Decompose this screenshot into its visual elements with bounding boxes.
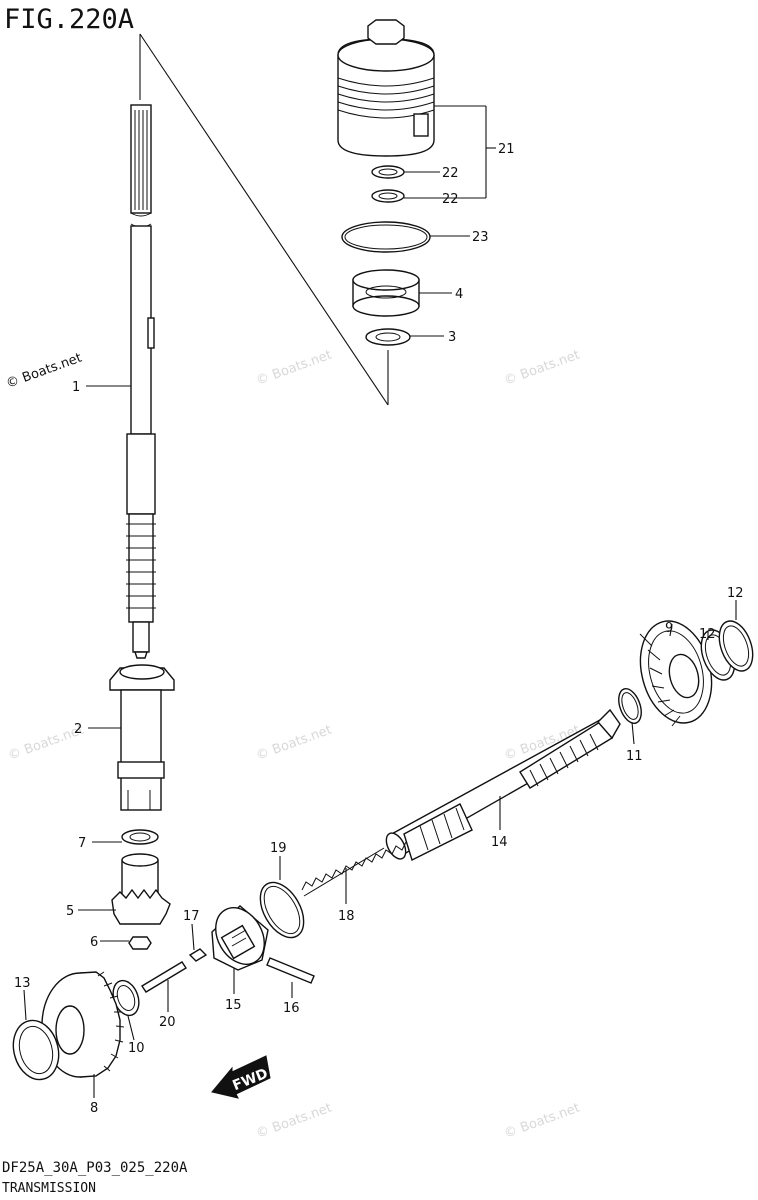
oil-seal-upper	[371, 165, 405, 179]
figure-title: FIG.220A	[4, 4, 134, 35]
callout-19: 19	[270, 841, 287, 856]
o-ring-23	[341, 221, 431, 253]
callout-16: 16	[283, 1001, 300, 1016]
bearing-4	[352, 269, 420, 317]
propeller-shaft	[385, 708, 621, 861]
callout-12b: 12	[727, 586, 744, 601]
callout-2: 2	[74, 722, 82, 737]
forward-direction-arrow: FWD	[211, 1055, 271, 1099]
callout-10: 10	[128, 1041, 145, 1056]
drive-shaft	[126, 104, 156, 659]
washer-3	[365, 328, 411, 346]
spring-18	[301, 841, 407, 897]
shim-12b	[718, 620, 754, 672]
callout-15: 15	[225, 998, 242, 1013]
callout-8: 8	[90, 1101, 98, 1116]
callout-22b: 22	[442, 192, 459, 207]
nut-6	[128, 936, 152, 950]
leader-lines	[23, 105, 737, 1098]
callout-9: 9	[665, 621, 673, 636]
bevel-gear-9	[639, 620, 713, 727]
pin-17	[188, 948, 208, 962]
callout-12a: 12	[699, 627, 716, 642]
callout-1: 1	[72, 380, 80, 395]
callout-11: 11	[626, 749, 643, 764]
washer-7	[121, 829, 159, 845]
explode-line	[139, 33, 389, 406]
push-rod-20	[141, 961, 187, 993]
callout-5: 5	[66, 904, 74, 919]
shim-13	[12, 1019, 60, 1081]
forward-gear-8	[41, 971, 125, 1078]
watermark: © Boats.net	[254, 348, 334, 389]
clutch-dog	[211, 905, 269, 971]
ring-11	[618, 688, 642, 724]
callout-6: 6	[90, 935, 98, 950]
shaft-sleeve	[109, 664, 175, 811]
callout-labels: 1 2 3 4 5 6 7 8 9 10 11 12 12 13 14 15 1…	[14, 142, 744, 1116]
callout-23: 23	[472, 230, 489, 245]
callout-7: 7	[78, 836, 86, 851]
callout-4: 4	[455, 287, 463, 302]
pinion-gear	[111, 853, 171, 925]
watermark: © Boats.net	[254, 1101, 334, 1142]
callout-17: 17	[183, 909, 200, 924]
diagram-name: TRANSMISSION	[2, 1181, 96, 1196]
ring-19	[259, 881, 305, 939]
watermark: © Boats.net	[502, 348, 582, 389]
pin-16	[266, 957, 315, 984]
oil-seal-lower	[371, 189, 405, 203]
watermark: © Boats.net	[254, 723, 334, 764]
watermark: © Boats.net	[502, 1101, 582, 1142]
callout-14: 14	[491, 835, 508, 850]
callout-13: 13	[14, 976, 31, 991]
callout-22a: 22	[442, 166, 459, 181]
callout-3: 3	[448, 330, 456, 345]
diagram-code: DF25A_30A_P03_025_220A	[2, 1160, 188, 1176]
callout-20: 20	[159, 1015, 176, 1030]
callout-18: 18	[338, 909, 355, 924]
bearing-housing	[337, 19, 435, 157]
callout-21: 21	[498, 142, 515, 157]
